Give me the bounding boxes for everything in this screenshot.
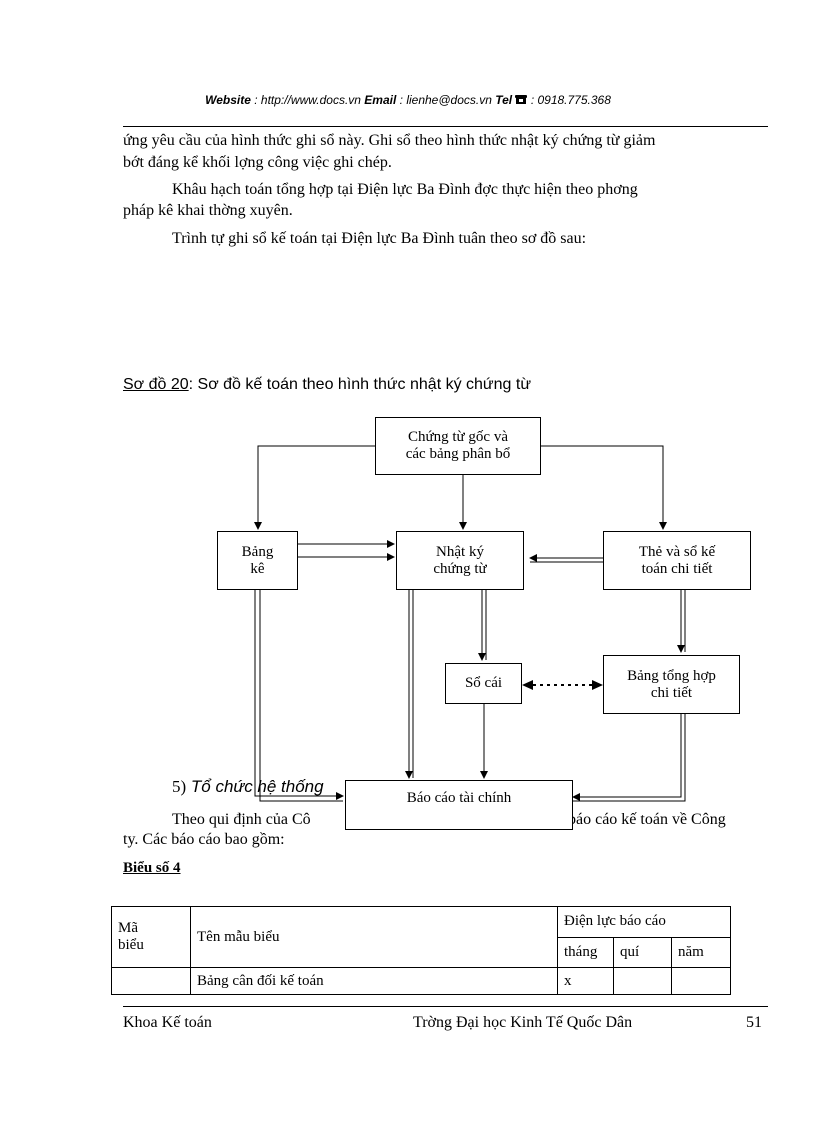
paragraph-3: Trình tự ghi sổ kế toán tại Điện lực Ba … (172, 230, 587, 247)
diagram-caption: Sơ đồ 20: Sơ đồ kế toán theo hình thức n… (123, 376, 531, 394)
continuation-line-2: ty. Các báo cáo bao gồm: (123, 831, 285, 848)
tel-value: : 0918.775.368 (530, 93, 611, 107)
report-table: Mã biểu Tên mẫu biểu Điện lực báo cáo th… (111, 906, 731, 995)
header-ma-bieu: Mã biểu (111, 906, 191, 968)
cell-nam (671, 967, 731, 995)
email-value: : lienhe@docs.vn (396, 93, 496, 107)
tel-label: Tel (495, 93, 513, 107)
header-rule (123, 126, 768, 127)
section-5-heading: 5) Tổ chức hệ thống (172, 777, 324, 797)
header-qui: quí (613, 936, 672, 968)
header-nam: năm (671, 936, 731, 968)
table-row: Bảng cân đối kế toán x (111, 967, 731, 995)
node-nhat-ky-chung-tu: Nhật ký chứng từ (396, 531, 524, 590)
header-ten-mau-bieu: Tên mẫu biểu (190, 906, 558, 968)
header-dien-luc-bao-cao: Điện lực báo cáo (557, 906, 731, 938)
paragraph-2-line-1: Khâu hạch toán tổng hợp tại Điện lực Ba … (172, 181, 638, 198)
phone-icon (515, 93, 530, 107)
paragraph-1-line-2: bớt đáng kể khối lợng công việc ghi chép… (123, 154, 392, 171)
footer-rule (123, 1006, 768, 1007)
footer-university: Trờng Đại học Kinh Tế Quốc Dân (413, 1014, 633, 1031)
section-5-number: 5) (172, 777, 187, 796)
website-value: : http://www.docs.vn (250, 93, 365, 107)
paragraph-2-line-2: pháp kê khai thờng xuyên. (123, 202, 293, 219)
node-the-so-ke-toan: Thẻ và sổ kế toán chi tiết (603, 531, 751, 590)
node-bao-cao-tai-chinh: Báo cáo tài chính (345, 780, 573, 830)
page-header: Website : http://www.docs.vn Email : lie… (0, 93, 816, 107)
node-bang-tong-hop: Bảng tổng hợp chi tiết (603, 655, 740, 714)
paragraph-1-line-1: ứng yêu cầu của hình thức ghi sổ này. Gh… (123, 132, 656, 149)
diagram-caption-text: : Sơ đồ kế toán theo hình thức nhật ký c… (188, 376, 532, 393)
cell-ma (111, 967, 191, 995)
email-label: Email (364, 93, 397, 107)
cell-ten: Bảng cân đối kế toán (190, 967, 558, 995)
continuation-left: Theo qui định của Cô (172, 811, 311, 828)
cell-qui (613, 967, 672, 995)
node-bang-ke: Bảng kê (217, 531, 298, 590)
diagram-caption-ref: Sơ đồ 20 (123, 376, 189, 393)
section-5-title: Tổ chức hệ thống (190, 777, 324, 796)
table-title: Biểu số 4 (123, 860, 181, 876)
node-so-cai: Sổ cái (445, 663, 522, 704)
page-number: 51 (746, 1014, 762, 1031)
node-source-documents: Chứng từ gốc và các bảng phân bổ (375, 417, 541, 475)
cell-thang: x (557, 967, 614, 995)
footer-department: Khoa Kế toán (123, 1014, 212, 1031)
header-thang: tháng (557, 936, 614, 968)
website-label: Website (205, 93, 251, 107)
continuation-right: báo cáo kế toán về Công (568, 811, 726, 828)
